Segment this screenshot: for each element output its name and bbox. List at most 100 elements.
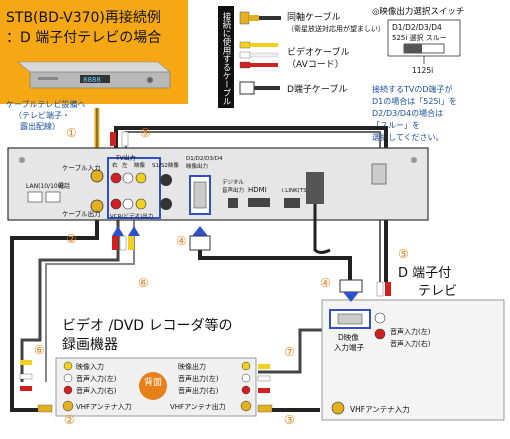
rec-video-in-label: 映像入力 [76, 362, 104, 371]
rec-audio-left-in-jack [63, 373, 73, 383]
power-cord [306, 172, 324, 204]
switch-note-1: 接続するTVのD端子が [372, 84, 453, 94]
marker-3: ③ [284, 413, 295, 427]
cable-in-label: ケーブル入力 [62, 163, 101, 172]
switch-title: ◎映像出力選択スイッチ [372, 6, 464, 17]
digital-label: デジタル [222, 178, 244, 186]
av-out-highlight [107, 157, 161, 219]
stb-back-panel: ケーブル入力 ケーブル出力 LAN(10/100) 電話 TV出力 右 左 映像… [7, 147, 429, 254]
rec-audio-right-out-label: 音声出力(右) [178, 386, 219, 395]
digital-audio-port [228, 198, 238, 208]
tv-vhf-label: VHFアンテナ入力 [350, 404, 410, 414]
switch-note-5: 選択してください。 [372, 132, 444, 142]
legend-d-cable: D端子ケーブル [239, 81, 347, 95]
switch-note-4: 「スルー」を [372, 121, 420, 130]
rec-vhf-in-label: VHFアンテナ入力 [76, 402, 132, 411]
marker-4a: ④ [176, 234, 187, 248]
rec-video-out-jack [241, 361, 251, 371]
ilink-port [284, 198, 300, 208]
marker-5b: ⑤ [398, 247, 409, 261]
marker-7: ⑦ [284, 345, 295, 359]
tv-audio-left-label: 音声入力(左) [390, 327, 431, 336]
switch-note-3: D2/D3/D4の場合は [372, 108, 443, 118]
stb-panel-body [7, 147, 429, 221]
rec-audio-right-in-jack [63, 385, 73, 395]
stb-device-image: 8888 [17, 61, 171, 89]
switch-box-line1: D1/D2/D3/D4 [392, 23, 442, 32]
recorder-device: ビデオ /DVD レコーダ等の 録画機器 背面 映像入力 音声入力(左) 音声入… [55, 317, 257, 417]
d-arrow-tv [343, 292, 359, 302]
rec-vhf-in-jack [62, 400, 74, 412]
recorder-title-2: 録画機器 [62, 337, 118, 353]
marker-2a: ② [66, 232, 77, 246]
tv-out-audio-right-jack [110, 172, 122, 184]
back-badge [139, 372, 167, 400]
marker-5a: ⑤ [140, 126, 151, 140]
tv-out-audio-left-jack [122, 172, 134, 184]
left-label: 左 [122, 161, 128, 169]
tv-audio-right-jack [374, 328, 386, 340]
legend-video-label: ビデオケーブル [287, 46, 349, 58]
title-line-2: ：D 端子付テレビの場合 [6, 30, 161, 46]
s-video-jack-1 [160, 174, 172, 186]
hdmi-port [248, 198, 270, 207]
tv-title-1: D 端子付 [398, 266, 451, 281]
title-line-1: STB(BD-V370)再接続例 [6, 9, 161, 26]
rec-audio-left-out-jack [241, 373, 251, 383]
step-markers: ① ② ⑤ ④ ⑥ ④ ⑤ ⑥ ⑦ ② ③ [34, 126, 409, 427]
switch-info: ◎映像出力選択スイッチ D1/D2/D3/D4 525i 選択 スルー 1125… [372, 6, 464, 142]
switch-slider-knob [404, 44, 422, 53]
legend-video-note: （AVコード） [287, 59, 344, 70]
switch-1125i: 1125i [412, 66, 433, 75]
cable-tv-line1: ケーブルテレビ設備へ [6, 99, 86, 109]
cable-out-jack [90, 199, 104, 213]
legend-d-label: D端子ケーブル [287, 83, 347, 95]
tv-audio-left-jack [374, 312, 386, 324]
vcr-out-audio-right-jack [110, 198, 122, 210]
vcr-out-video-jack [135, 198, 147, 210]
vcr-out-audio-left-jack [122, 198, 134, 210]
switch-note-2: D1の場合は「525i」を [372, 96, 457, 106]
marker-4b: ④ [320, 276, 331, 290]
rec-video-in-jack [63, 361, 73, 371]
s-video-label: S1/S2映像 [152, 161, 179, 169]
tv-title-2: テレビ [418, 284, 457, 299]
tv-vhf-jack [331, 401, 345, 415]
hdmi-label: HDMI [248, 186, 267, 194]
legend-coax-note: （衛星放送対応用が望ましい） [287, 24, 385, 33]
marker-6a: ⑥ [138, 276, 149, 290]
av-arrow-2 [128, 226, 140, 236]
legend-coax: 同軸ケーブル （衛星放送対応用が望ましい） [239, 11, 385, 33]
s-video-jack-2 [160, 198, 172, 210]
video-label: 映像 [134, 161, 146, 169]
title-block: STB(BD-V370)再接続例 ：D 端子付テレビの場合 8888 [0, 0, 188, 104]
rec-audio-left-in-label: 音声入力(左) [76, 374, 117, 383]
legend-coax-label: 同軸ケーブル [287, 11, 340, 23]
av-cable-6 [20, 220, 120, 382]
back-label: 背面 [144, 376, 162, 388]
av-arrow-1 [112, 226, 124, 236]
marker-6b: ⑥ [34, 343, 45, 357]
tv-out-video-jack [135, 172, 147, 184]
rec-video-out-label: 映像出力 [178, 362, 206, 371]
ilink-label: i.LINK(TS) [282, 188, 309, 194]
cable-tv-label: ケーブルテレビ設備へ （テレビ端子・ 露出配線） [6, 99, 86, 131]
tel-label: 電話 [58, 182, 70, 190]
cable-tv-line3: 露出配線） [20, 121, 60, 131]
tv-d-input-label-2: 入力端子 [334, 342, 364, 352]
tel-port [45, 191, 61, 203]
cable-legend: 接続に使用するケーブル 同軸ケーブル （衛星放送対応用が望ましい） ビデオケーブ… [218, 6, 385, 108]
d-terminal-sub: 映像出力 [186, 162, 208, 170]
rec-vhf-out-jack [240, 400, 252, 412]
cable-in-jack [90, 169, 104, 183]
coax-cable-2 [10, 216, 99, 412]
legend-vertical-band [218, 6, 234, 108]
cable-out-label: ケーブル出力 [62, 209, 101, 218]
tv-out-label: TV出力 [115, 154, 136, 162]
tv-audio-right-label: 音声入力(右) [390, 339, 431, 348]
connector-plugs [19, 131, 391, 413]
device-display-text: 8888 [83, 76, 101, 84]
av-cable-7 [258, 328, 330, 374]
